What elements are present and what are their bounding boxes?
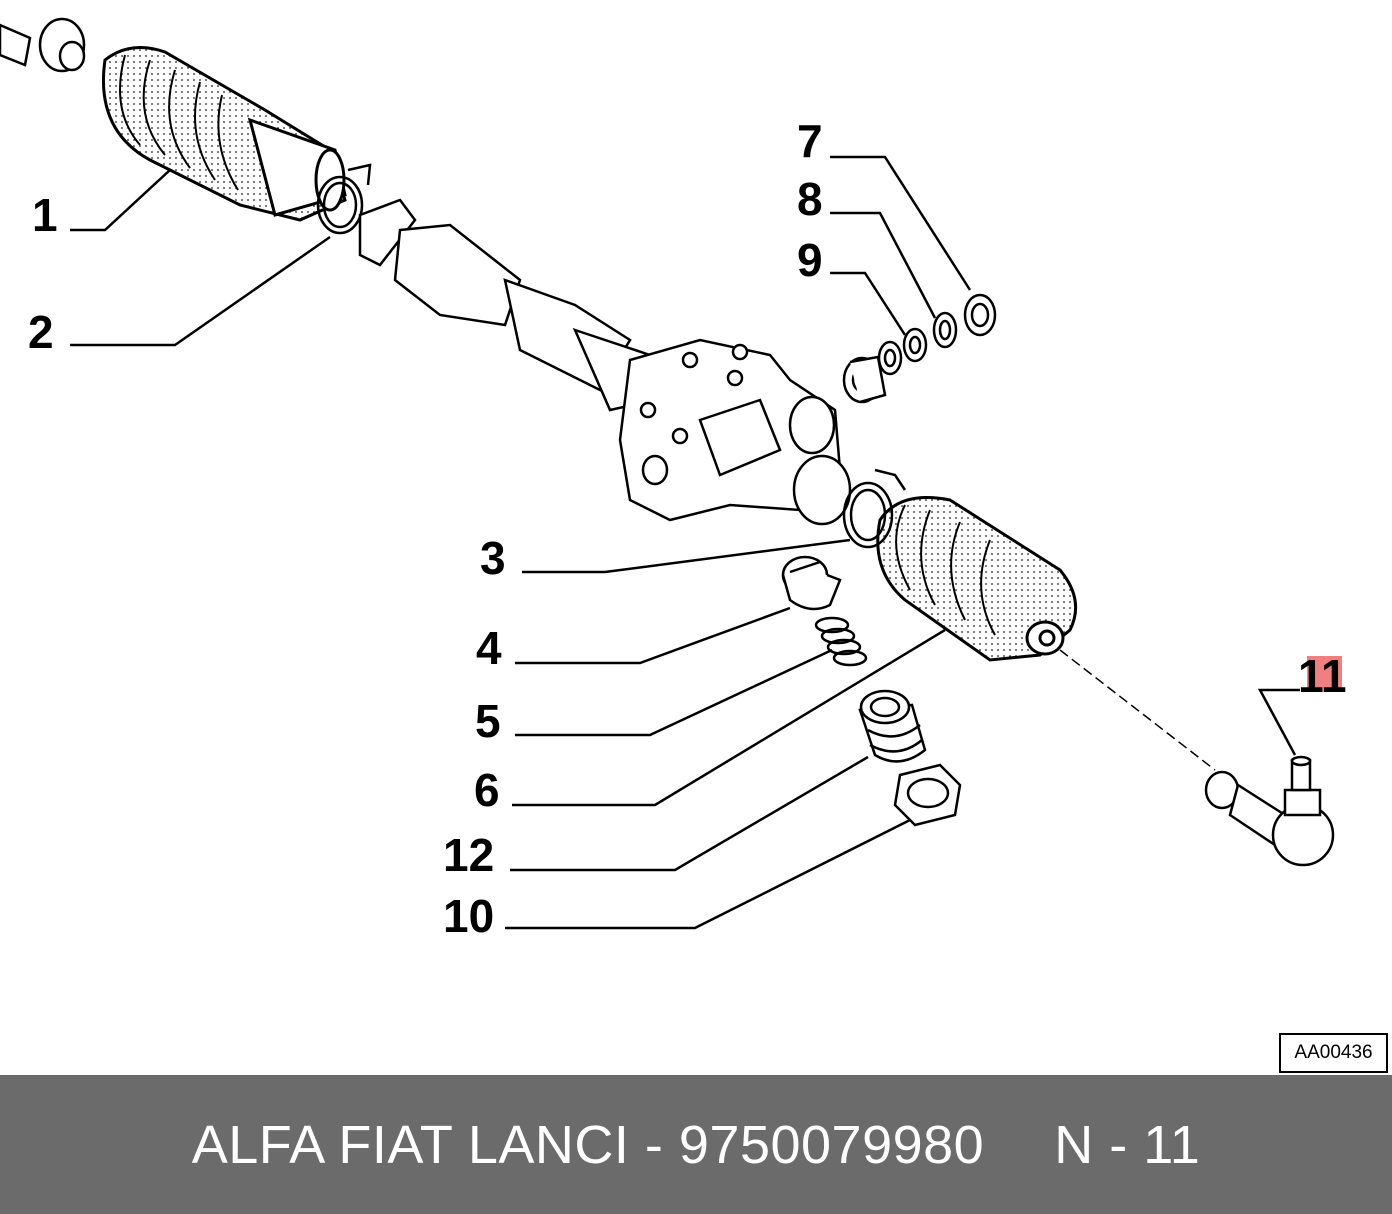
- left-bellows-boot: [101, 46, 347, 222]
- pinion-washer-9: [877, 340, 903, 376]
- callout-8: 8: [797, 173, 823, 225]
- callout-2: 2: [28, 306, 54, 358]
- adjuster-plug: [858, 689, 927, 763]
- boot-clamp-left: [316, 163, 372, 235]
- outer-tie-rod-end: [1204, 755, 1335, 867]
- pad-spring: [814, 616, 868, 667]
- pinion-gear-housing: [618, 338, 852, 526]
- pinion-bearing: [842, 355, 887, 404]
- callout-6: 6: [474, 764, 500, 816]
- callout-9: 9: [797, 234, 823, 286]
- callout-1: 1: [32, 189, 58, 241]
- footer-part-number: ALFA FIAT LANCI - 9750079980: [191, 1114, 985, 1175]
- callout-4: 4: [476, 622, 502, 674]
- rack-housing-tube: [358, 198, 657, 412]
- callout-7: 7: [797, 115, 823, 167]
- axis-line: [1059, 649, 1216, 771]
- callout-10: 10: [443, 890, 494, 942]
- callout-3: 3: [480, 532, 506, 584]
- steering-rack-exploded-diagram: 1 2 3 4 5 6 7 8 9 10 11 12: [0, 17, 1347, 942]
- callout-12: 12: [443, 829, 494, 881]
- footer-bar: ALFA FIAT LANCI - 9750079980 N - 11: [0, 1075, 1392, 1214]
- callout-5: 5: [475, 695, 501, 747]
- pinion-washer-8: [902, 327, 928, 363]
- drawing-reference-code: AA00436: [1279, 1033, 1388, 1073]
- right-bellows-boot: [876, 496, 1078, 662]
- pinion-seal-7: [932, 293, 997, 349]
- callout-11-highlight: [1307, 656, 1342, 692]
- footer-page-ref: N - 11: [1054, 1114, 1201, 1175]
- leader-lines: [70, 155, 1300, 930]
- callout-11: 11: [1298, 650, 1347, 702]
- left-tie-rod: [0, 17, 86, 73]
- rack-pressure-pad: [781, 555, 842, 611]
- lock-nut: [893, 763, 962, 827]
